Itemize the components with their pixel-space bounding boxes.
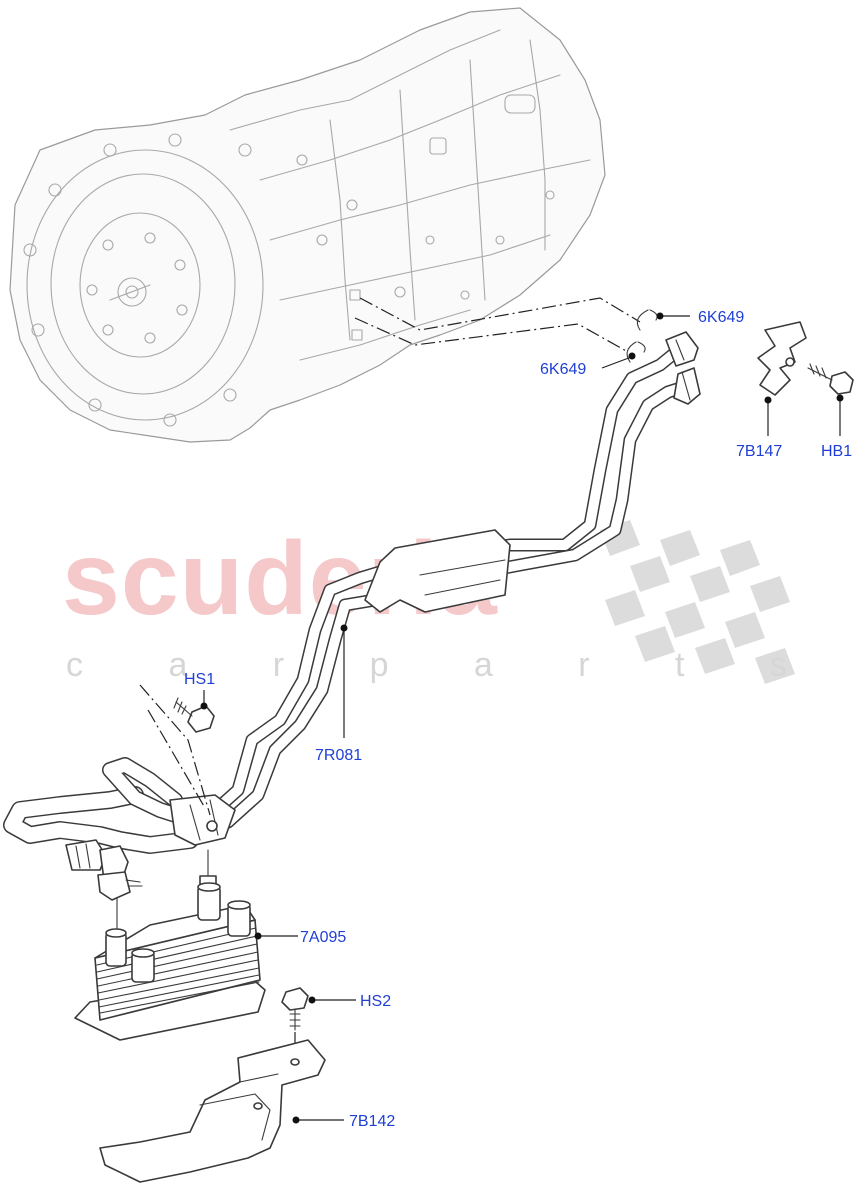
leader-7R081 — [340, 624, 348, 738]
oil-cooler — [74, 882, 266, 1041]
bracket-bolt — [807, 363, 854, 395]
leader-6K649-lower — [601, 352, 636, 369]
cooler-port-2 — [131, 948, 155, 983]
cooler-mounting-bracket — [99, 1039, 326, 1183]
leader-HS1 — [200, 690, 208, 710]
leader-7B147 — [764, 396, 772, 436]
callout-7B147[interactable]: 7B147 — [736, 443, 782, 460]
callout-6K649-upper[interactable]: 6K649 — [698, 309, 744, 326]
retaining-clip-upper — [636, 309, 658, 331]
pipe-end-fitting-upper — [665, 331, 699, 367]
pipe-junction-block — [169, 794, 236, 846]
leader-7A095 — [254, 932, 298, 940]
callout-7A095[interactable]: 7A095 — [300, 929, 346, 946]
cooler-pipe-assembly — [203, 331, 701, 829]
callout-HS1[interactable]: HS1 — [184, 671, 215, 688]
callout-HS2[interactable]: HS2 — [360, 993, 391, 1010]
callout-7R081[interactable]: 7R081 — [315, 747, 362, 764]
leader-7B142 — [292, 1116, 344, 1124]
hs1-alignment-line — [139, 684, 211, 816]
cooler-port-4 — [227, 900, 251, 937]
port-alignment-lines — [354, 297, 641, 353]
watermark-tagline: c a r p a r t s — [66, 646, 825, 684]
cooler-port-1 — [105, 928, 127, 967]
leader-HB1 — [836, 394, 844, 436]
leader-HS2 — [308, 996, 356, 1004]
pipe-bracket — [757, 321, 807, 396]
leader-6K649-upper — [656, 312, 690, 320]
callout-6K649-lower[interactable]: 6K649 — [540, 361, 586, 378]
bolt-hs1 — [173, 697, 215, 733]
retaining-clip-lower — [626, 341, 646, 363]
cooler-port-3 — [197, 882, 221, 921]
pipe-end-fitting-lower — [673, 367, 701, 405]
transmission-assembly — [9, 7, 606, 443]
callout-HB1[interactable]: HB1 — [821, 443, 852, 460]
cooler-hose — [3, 757, 199, 881]
temperature-sensor — [97, 871, 143, 901]
pipe-sleeve — [364, 529, 511, 613]
watermark: scuderia c a r p a r t s — [62, 520, 825, 684]
callout-7B142[interactable]: 7B142 — [349, 1113, 395, 1130]
checkered-flag-graphic — [600, 520, 795, 684]
